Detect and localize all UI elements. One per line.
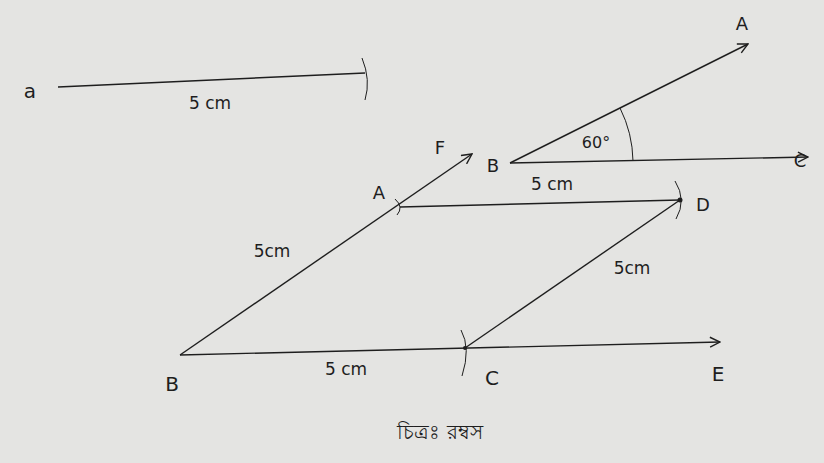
vertex-label: D: [695, 195, 711, 215]
compass-arc: [362, 58, 367, 100]
ray-label: F: [434, 138, 446, 158]
compass-arc: [461, 330, 466, 376]
vertex-label: A: [372, 183, 386, 203]
ray-label: C: [793, 151, 808, 171]
vertex-dot: [678, 198, 683, 203]
segment-label: a: [23, 80, 37, 102]
dimension-label: 5cm: [253, 242, 292, 261]
compass-arc: [395, 199, 400, 215]
vertex-label: B: [164, 373, 180, 395]
angle-label: 60°: [581, 134, 611, 152]
dimension-label: 5 cm: [188, 94, 232, 113]
dimension-label: 5 cm: [324, 360, 368, 379]
vertex-dot: [463, 346, 467, 350]
rhombus-side: [465, 200, 680, 348]
angle-ray: [510, 44, 748, 163]
vertex-label: B: [486, 156, 500, 176]
given-segment: [58, 73, 365, 87]
angle-arc: [620, 108, 633, 161]
dimension-label: 5cm: [613, 259, 652, 278]
base-ray: [180, 342, 720, 355]
vertex-label: C: [484, 367, 500, 389]
rhombus-side: [400, 200, 680, 207]
vertex-label: A: [735, 14, 749, 34]
angle-ray: [510, 157, 808, 163]
ray-label: E: [711, 363, 726, 385]
side-ray: [180, 154, 472, 355]
dimension-label: 5 cm: [530, 175, 574, 194]
figure-caption: চিত্রঃ রম্বস: [396, 421, 483, 443]
